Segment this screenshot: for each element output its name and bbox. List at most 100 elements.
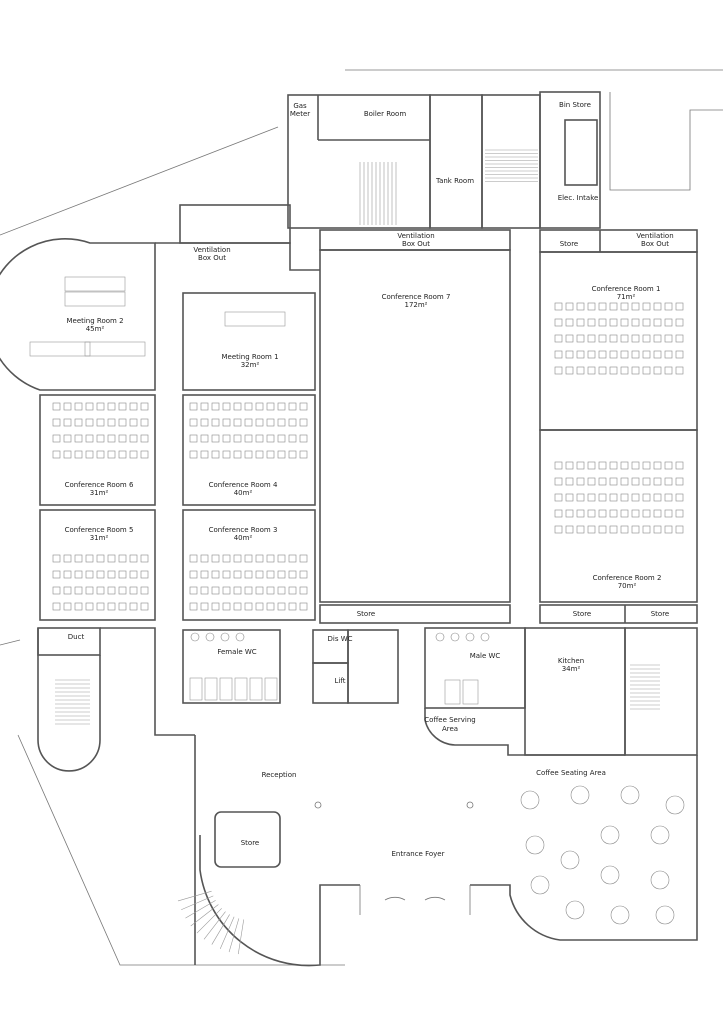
chair [675,366,684,375]
chair [255,602,264,611]
chair [129,434,138,443]
chair [233,418,242,427]
chair [620,493,629,502]
chair [598,525,607,534]
chair [642,318,651,327]
chair [211,450,220,459]
chair [222,554,231,563]
chair [620,366,629,375]
service-block [179,91,601,244]
chair [653,366,662,375]
chair [200,450,209,459]
chair [255,450,264,459]
chair [653,525,662,534]
chair [255,434,264,443]
chair [74,450,83,459]
chair [222,586,231,595]
chair [118,402,127,411]
chair [288,450,297,459]
label-conf7-area: 172m² [405,301,428,309]
label-meet2: Meeting Room 2 [66,317,123,325]
chair [52,554,61,563]
chair [620,477,629,486]
chair [598,318,607,327]
chair [288,602,297,611]
stair-tread [228,918,240,953]
label-coffee-serving-2: Area [442,725,458,733]
chair [598,477,607,486]
chair [244,586,253,595]
cafe-table [530,875,550,895]
stair-boiler [359,162,397,225]
chair [675,350,684,359]
label-coffee-serving: Coffee Serving [424,716,475,724]
chair [140,570,149,579]
chair [653,334,662,343]
chair [107,570,116,579]
chair [554,461,563,470]
chair [631,366,640,375]
chair [576,477,585,486]
chair [107,418,116,427]
cafe-table [600,825,620,845]
label-conf6-area: 31m² [90,489,109,497]
wc-cubicle [249,677,263,701]
chair [244,418,253,427]
chair [140,586,149,595]
chair [107,554,116,563]
chair [222,418,231,427]
label-boiler-room: Boiler Room [364,110,406,118]
chair [664,509,673,518]
label-store-b: Store [573,610,592,618]
chair [299,602,308,611]
chair [96,418,105,427]
chair [620,509,629,518]
chair [631,334,640,343]
chair [565,525,574,534]
chair [620,350,629,359]
chair [598,334,607,343]
label-conf4-area: 40m² [234,489,253,497]
chair [85,434,94,443]
chair [675,318,684,327]
chair [140,602,149,611]
chair [96,450,105,459]
chair [299,570,308,579]
chair [609,366,618,375]
stair-tread [196,908,222,934]
label-conf2-area: 70m² [618,582,637,590]
chair [189,434,198,443]
chair [565,461,574,470]
chair [74,586,83,595]
chair [675,525,684,534]
chair [200,586,209,595]
label-elec-intake: Elec. Intake [558,194,599,202]
chair [288,418,297,427]
wc-cubicle [264,677,278,701]
chair [189,450,198,459]
chair [576,302,585,311]
stair-tread [190,904,219,927]
chair [565,302,574,311]
cafe-table [650,870,670,890]
chair [140,434,149,443]
chair [129,554,138,563]
wash-basin [190,632,200,642]
cafe-table [525,835,545,855]
chair [631,350,640,359]
chair [664,318,673,327]
label-meet1: Meeting Room 1 [221,353,278,361]
chair [277,570,286,579]
chair [653,350,662,359]
label-conf5-area: 31m² [90,534,109,542]
chair [288,434,297,443]
label-dis-wc: Dis WC [327,635,352,643]
label-conf6: Conference Room 6 [65,481,134,489]
label-store-top: Store [560,240,579,248]
chair [266,554,275,563]
chair [107,450,116,459]
chair [620,334,629,343]
chair [565,334,574,343]
chair [642,302,651,311]
chair [85,586,94,595]
